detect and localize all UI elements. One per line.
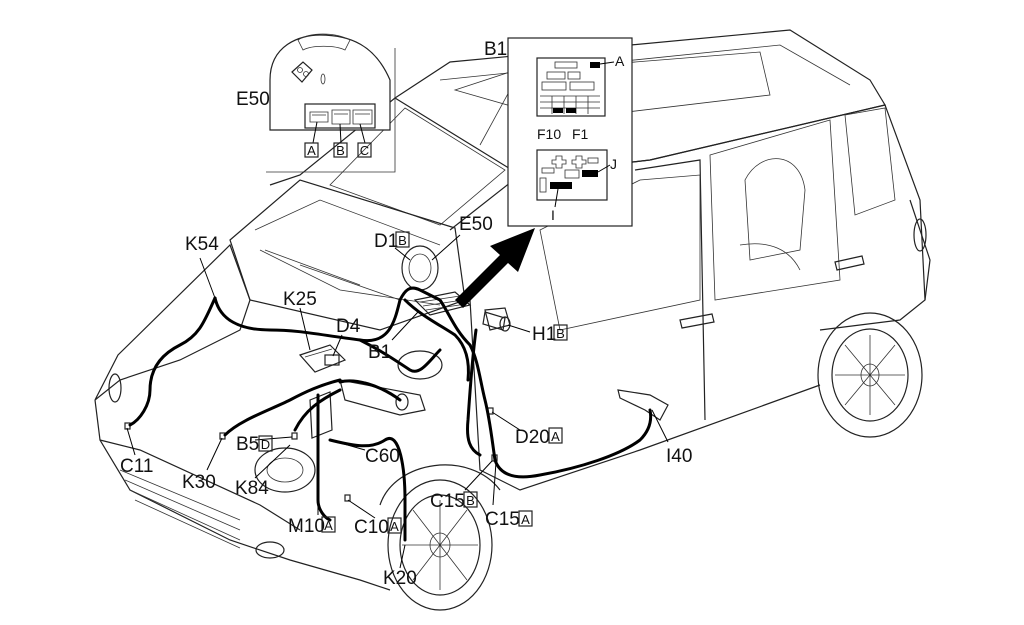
label-d1: D1: [374, 231, 398, 252]
i40-component: [617, 389, 669, 421]
label-d1-box: B: [398, 233, 407, 248]
label-c10-box: A: [390, 519, 399, 534]
e50-connector-c-label: C: [360, 143, 369, 158]
label-c15b-box: B: [466, 493, 475, 508]
label-c15a: C15: [485, 509, 520, 530]
label-h1-box: B: [556, 326, 565, 341]
leader-lines: [126, 234, 669, 569]
k25-component: [298, 344, 347, 373]
inset-b1: A F10 F1 J I B1: [484, 37, 633, 227]
label-i40: I40: [666, 446, 692, 467]
b1-fusebox: [413, 291, 472, 316]
label-b1: B1: [368, 342, 391, 363]
label-c60: C60: [365, 446, 400, 467]
inset-e50-title: E50: [236, 89, 270, 110]
label-c15b: C15: [430, 491, 465, 512]
label-k30: K30: [182, 472, 216, 493]
wiring-harness: [128, 286, 653, 542]
b1-fuse-f10: F10: [537, 126, 561, 142]
label-d20: D20: [515, 427, 550, 448]
zoom-arrow: [455, 228, 535, 308]
label-k25: K25: [283, 289, 317, 310]
label-k84: K84: [235, 478, 269, 499]
inset-e50: A B C E50: [236, 33, 396, 173]
m10-component: [309, 391, 333, 439]
b1-callout-i: I: [551, 207, 555, 223]
car-body-drawing: [94, 29, 931, 611]
label-d20-box: A: [551, 429, 560, 444]
label-k54: K54: [185, 234, 219, 255]
b1-callout-j: J: [610, 156, 617, 172]
label-d4: D4: [336, 316, 361, 337]
e50-connector-b-label: B: [336, 143, 345, 158]
label-h1: H1: [532, 324, 556, 345]
label-k20: K20: [383, 568, 417, 589]
label-b5: B5: [236, 434, 259, 455]
label-m10: M10: [288, 516, 325, 537]
inset-b1-title: B1: [484, 39, 507, 60]
label-b5-box: D: [261, 437, 270, 452]
label-c15a-box: A: [521, 512, 530, 527]
label-c11: C11: [120, 456, 153, 477]
label-m10-box: A: [324, 518, 333, 533]
label-e50: E50: [459, 214, 493, 235]
b1-fuse-f1: F1: [572, 126, 589, 142]
e50-component: [401, 245, 439, 291]
e50-connector-a-label: A: [307, 143, 316, 158]
part-labels: K54 K25 D4 D1 B E50 B1 H1 B C11 B5 D K30…: [120, 214, 692, 589]
label-c10: C10: [354, 517, 389, 538]
b1-callout-a: A: [615, 53, 625, 69]
components: [124, 245, 669, 502]
d4-component: [324, 354, 340, 366]
